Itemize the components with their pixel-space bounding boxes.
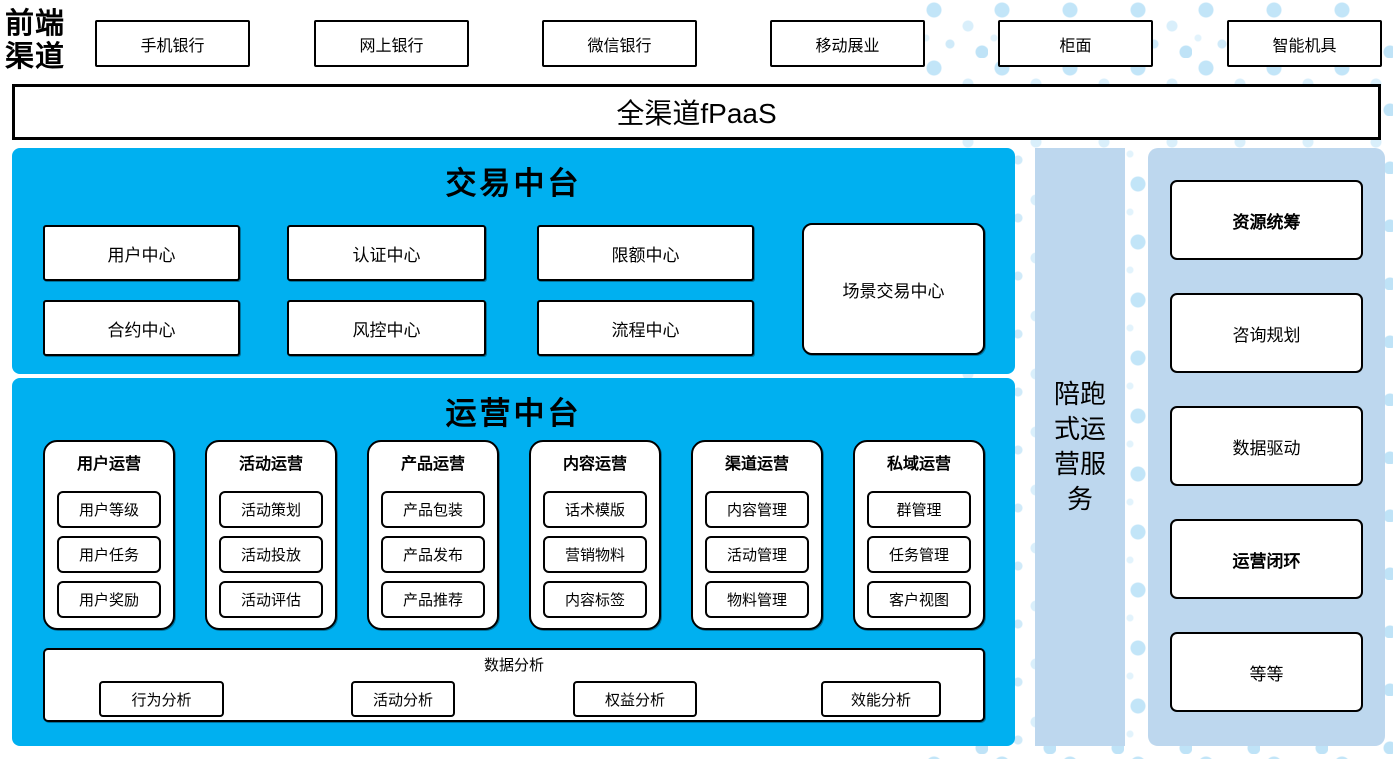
center-box-user: 用户中心 <box>43 225 240 281</box>
data-analysis-item: 效能分析 <box>821 681 941 717</box>
group-title: 私域运营 <box>886 456 951 473</box>
accompanying-ops-service-label: 陪跑式运营服务 <box>1053 378 1106 515</box>
channel-box-online-banking: 网上银行 <box>314 20 469 67</box>
data-analysis-title: 数据分析 <box>483 657 544 674</box>
trade-platform-block: 交易中台 用户中心 认证中心 限额中心 合约中心 风控中心 流程中心 场景交易中… <box>12 148 1015 374</box>
panel-box-resource-coordination: 资源统筹 <box>1170 180 1363 260</box>
center-box-contract: 合约中心 <box>43 300 240 356</box>
group-item: 产品发布 <box>381 536 485 573</box>
panel-box-consulting-planning: 咨询规划 <box>1170 293 1363 373</box>
fpaas-bar: 全渠道fPaaS <box>12 84 1381 140</box>
center-box-auth: 认证中心 <box>287 225 486 281</box>
group-item: 用户等级 <box>57 491 161 528</box>
accompanying-ops-service-strip: 陪跑式运营服务 <box>1035 148 1125 746</box>
data-analysis-item: 活动分析 <box>351 681 455 717</box>
group-title: 用户运营 <box>76 456 141 473</box>
group-title: 产品运营 <box>400 456 465 473</box>
group-item: 产品推荐 <box>381 581 485 618</box>
group-content-ops: 内容运营 话术模版 营销物料 内容标签 <box>529 440 661 630</box>
center-box-risk: 风控中心 <box>287 300 486 356</box>
group-title: 渠道运营 <box>724 456 789 473</box>
group-item: 任务管理 <box>867 536 971 573</box>
group-product-ops: 产品运营 产品包装 产品发布 产品推荐 <box>367 440 499 630</box>
group-user-ops: 用户运营 用户等级 用户任务 用户奖励 <box>43 440 175 630</box>
ops-platform-block: 运营中台 用户运营 用户等级 用户任务 用户奖励 活动运营 活动策划 活动投放 … <box>12 378 1015 746</box>
center-box-process: 流程中心 <box>537 300 754 356</box>
group-title: 活动运营 <box>238 456 303 473</box>
group-item: 用户奖励 <box>57 581 161 618</box>
group-item: 活动策划 <box>219 491 323 528</box>
group-channel-ops: 渠道运营 内容管理 活动管理 物料管理 <box>691 440 823 630</box>
data-analysis-item: 权益分析 <box>573 681 697 717</box>
data-analysis-item: 行为分析 <box>99 681 224 717</box>
channel-box-wechat-banking: 微信银行 <box>542 20 697 67</box>
channel-box-mobile-sales: 移动展业 <box>770 20 925 67</box>
panel-box-etc: 等等 <box>1170 632 1363 712</box>
group-item: 内容管理 <box>705 491 809 528</box>
channel-box-counter: 柜面 <box>998 20 1153 67</box>
panel-box-data-driven: 数据驱动 <box>1170 406 1363 486</box>
group-item: 活动投放 <box>219 536 323 573</box>
scene-trade-center-box: 场景交易中心 <box>802 223 985 355</box>
group-private-domain-ops: 私域运营 群管理 任务管理 客户视图 <box>853 440 985 630</box>
channel-box-mobile-banking: 手机银行 <box>95 20 250 67</box>
ops-platform-title: 运营中台 <box>445 396 582 431</box>
trade-platform-title: 交易中台 <box>445 166 582 201</box>
group-item: 客户视图 <box>867 581 971 618</box>
channel-box-smart-machines: 智能机具 <box>1227 20 1382 67</box>
group-item: 产品包装 <box>381 491 485 528</box>
group-item: 活动评估 <box>219 581 323 618</box>
center-box-limit: 限额中心 <box>537 225 754 281</box>
front-channels-label: 前端渠道 <box>5 8 66 74</box>
group-item: 营销物料 <box>543 536 647 573</box>
group-item: 群管理 <box>867 491 971 528</box>
group-item: 物料管理 <box>705 581 809 618</box>
group-item: 内容标签 <box>543 581 647 618</box>
group-activity-ops: 活动运营 活动策划 活动投放 活动评估 <box>205 440 337 630</box>
group-item: 活动管理 <box>705 536 809 573</box>
panel-box-ops-closed-loop: 运营闭环 <box>1170 519 1363 599</box>
group-item: 话术模版 <box>543 491 647 528</box>
group-item: 用户任务 <box>57 536 161 573</box>
group-title: 内容运营 <box>562 456 627 473</box>
service-items-panel: 资源统筹 咨询规划 数据驱动 运营闭环 等等 <box>1148 148 1385 746</box>
data-analysis-box: 数据分析 行为分析 活动分析 权益分析 效能分析 <box>43 648 985 722</box>
